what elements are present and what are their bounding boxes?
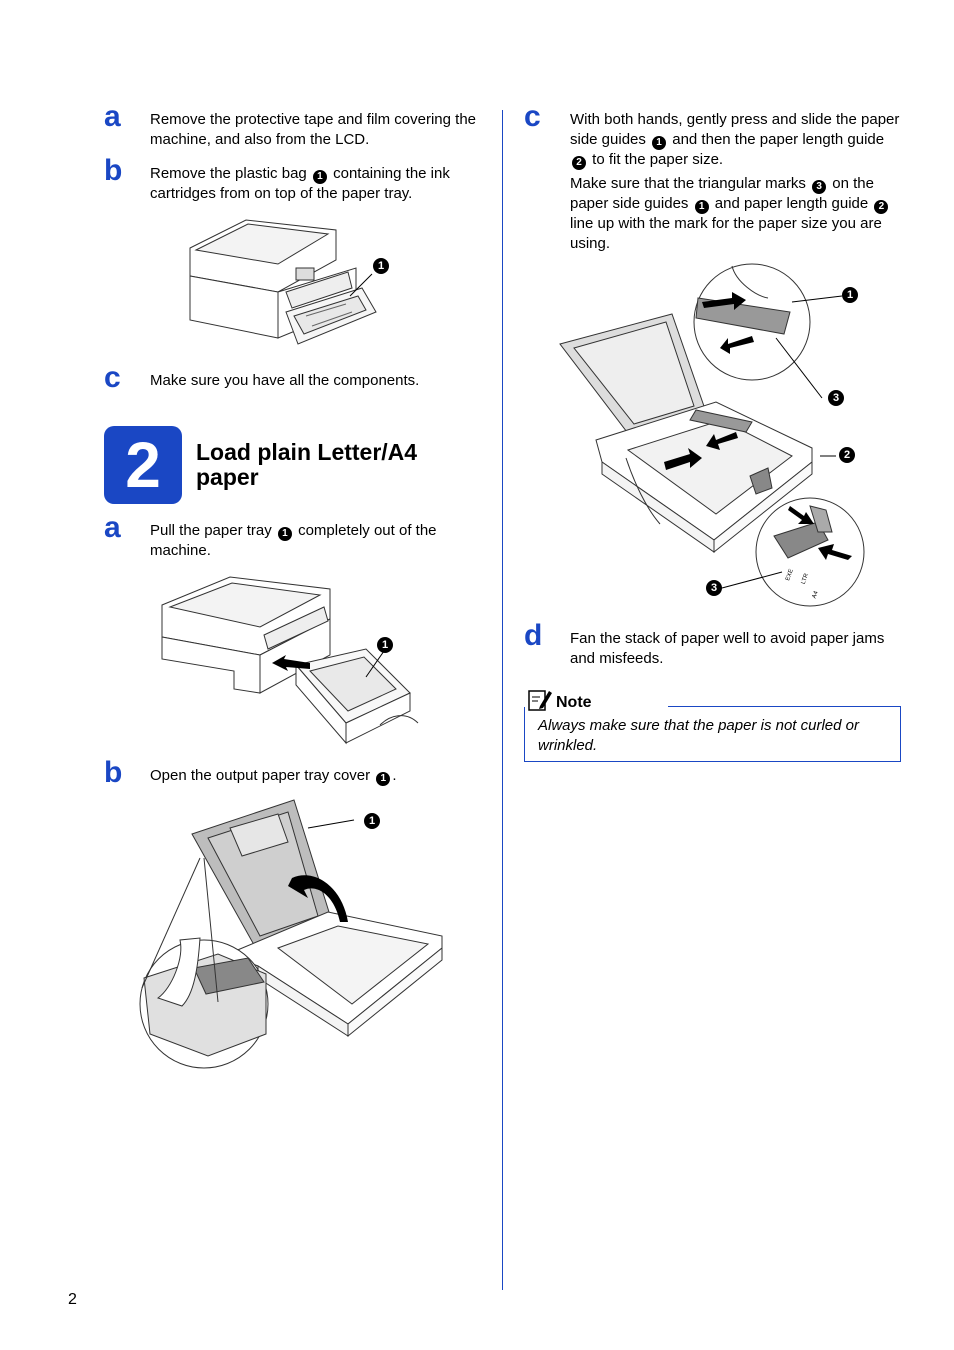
column-divider [502, 110, 503, 1290]
right-step-c-para1: With both hands, gently press and slide … [570, 110, 900, 170]
step-letter-c: c [104, 361, 121, 394]
right-step-c-p2c: and paper length guide [714, 195, 869, 212]
step-b-text-after: containing the ink cartridges from on to… [150, 165, 450, 202]
callout-2-guides: 2 [839, 447, 855, 463]
marker-1: 1 [277, 527, 292, 541]
right-step-letter-c: c [524, 100, 541, 133]
marker-1: 1 [694, 200, 709, 214]
marker-2: 2 [572, 155, 586, 170]
callout-3-guides-lower: 3 [706, 580, 722, 596]
pencil-note-icon [528, 690, 552, 711]
step-b-text-before: Remove the plastic bag [150, 165, 307, 182]
section-title: Load plain Letter/A4 paper [196, 439, 418, 490]
step2-b-text: Open the output paper tray cover 1. [150, 766, 480, 786]
step2-a-text: Pull the paper tray 1 completely out of … [150, 521, 480, 561]
step2-b-text-before: Open the output paper tray cover [150, 767, 371, 784]
callout-1-printer: 1 [373, 258, 389, 274]
marker-2: 2 [874, 200, 889, 214]
page-number: 2 [68, 1291, 77, 1308]
step-a-text: Remove the protective tape and film cove… [150, 111, 477, 148]
step2-letter-a: a [104, 511, 121, 544]
note-title: Note [556, 694, 592, 711]
step2-a-text-before: Pull the paper tray [150, 522, 272, 539]
marker-1: 1 [376, 772, 391, 786]
right-step-letter-d: d [524, 619, 543, 652]
callout-3-guides: 3 [828, 390, 844, 406]
note-header-mask [524, 690, 668, 707]
marker-3: 3 [812, 180, 827, 194]
tray-cover-illustration [139, 799, 443, 1069]
step-c-text: Make sure you have all the components. [150, 372, 420, 389]
right-step-d-text: Fan the stack of paper well to avoid pap… [570, 630, 885, 667]
step2-a-text-after: completely out of the machine. [150, 522, 437, 559]
right-step-c-p1c: to fit the paper size. [592, 150, 724, 168]
step2-b-text-after: . [392, 767, 397, 784]
marker-1: 1 [652, 135, 667, 150]
note-top-rule [668, 706, 900, 707]
step-letter-a: a [104, 100, 121, 133]
paper-guides-illustration [559, 263, 865, 607]
right-step-c-p1b: and then the paper length guide [672, 130, 885, 148]
step-letter-b: b [104, 154, 123, 187]
right-step-c-p2d: line up with the mark for the paper size… [570, 215, 882, 252]
callout-1-guides: 1 [842, 287, 858, 303]
step-b-text: Remove the plastic bag 1 containing the … [150, 164, 480, 204]
right-step-c-p2a: Make sure that the triangular marks [570, 175, 806, 192]
callout-1-cover: 1 [364, 813, 380, 829]
section-number-box: 2 [104, 426, 182, 504]
right-step-c-p1a: With both hands, gently press and slide … [570, 111, 900, 148]
right-step-c-para2: Make sure that the triangular marks 3 on… [570, 174, 900, 253]
tray-pull-illustration [161, 576, 419, 745]
printer-illustration [189, 219, 377, 345]
callout-1-tray: 1 [377, 637, 393, 653]
right-step-c-p2b: on the paper side guides [570, 175, 874, 212]
step2-letter-b: b [104, 756, 123, 789]
marker-1: 1 [312, 170, 327, 184]
note-text: Always make sure that the paper is not c… [538, 717, 859, 754]
